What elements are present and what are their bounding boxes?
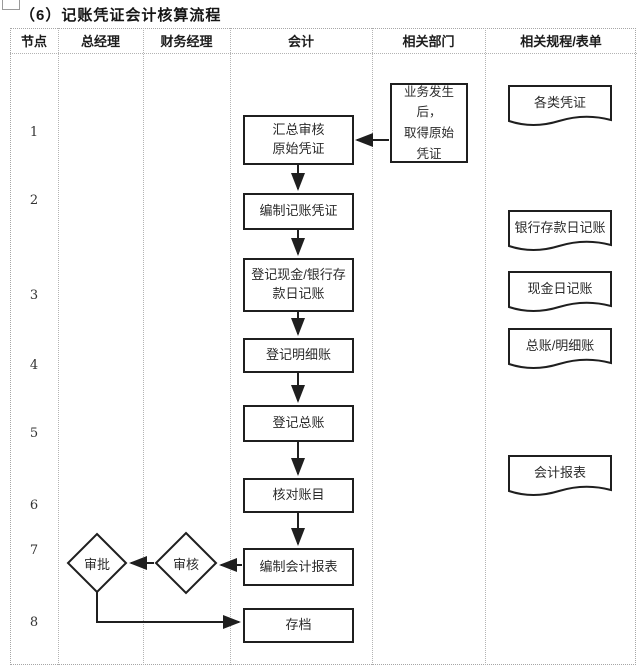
process-label: 编制记账凭证 (259, 203, 338, 219)
process-label: 编制会计报表 (259, 558, 338, 574)
document-label: 现金日记账 (527, 281, 593, 296)
process-label: 汇总审核 原始凭证 (272, 122, 325, 156)
corner-artifact (2, 0, 20, 10)
col-header-related-dept: 相关部门 (402, 34, 455, 49)
process-label: 存档 (285, 617, 312, 633)
document-shape-ledgers: 总账/明细账 (508, 328, 612, 376)
grid-vline (372, 28, 373, 665)
page-title: （6）记账凭证会计核算流程 (20, 7, 222, 24)
table-frame (10, 28, 636, 665)
col-header-finance-manager: 财务经理 (160, 34, 213, 49)
trigger-label: 业务发生后， 取得原始 凭证 (403, 84, 454, 161)
process-box-register-ledger: 登记总账 (243, 405, 354, 442)
col-header-accountant: 会计 (287, 34, 314, 49)
process-box-register-journals: 登记现金/银行存 款日记账 (243, 258, 354, 312)
col-header-node: 节点 (20, 34, 47, 49)
node-number-7: 7 (29, 542, 39, 558)
process-label: 登记总账 (272, 415, 325, 431)
col-header-general-manager: 总经理 (80, 34, 120, 49)
node-number-1: 1 (29, 124, 39, 140)
document-outline (508, 85, 612, 126)
grid-vline (143, 28, 144, 665)
process-box-archive: 存档 (243, 608, 354, 643)
document-shape-reports: 会计报表 (508, 455, 612, 503)
node-number-2: 2 (29, 192, 39, 208)
process-label: 登记明细账 (265, 347, 331, 363)
process-box-prepare-reports: 编制会计报表 (243, 548, 354, 586)
decision-label-approve: 审批 (83, 556, 110, 572)
node-number-5: 5 (29, 425, 39, 441)
document-label: 各类凭证 (533, 95, 586, 110)
process-box-prepare-vouchers: 编制记账凭证 (243, 193, 354, 230)
document-outline (508, 271, 612, 312)
node-number-3: 3 (29, 287, 39, 303)
node-number-6: 6 (29, 497, 39, 513)
document-shape-bank-journal: 银行存款日记账 (508, 210, 612, 258)
decision-label-review: 审核 (172, 556, 199, 572)
grid-vline (485, 28, 486, 665)
document-shape-vouchers: 各类凭证 (508, 85, 612, 133)
node-number-4: 4 (29, 357, 39, 373)
process-box-summarize-vouchers: 汇总审核 原始凭证 (243, 115, 354, 165)
grid-vline (230, 28, 231, 665)
process-label: 核对账目 (272, 487, 325, 503)
process-label: 登记现金/银行存 款日记账 (251, 267, 346, 301)
grid-vline (58, 28, 59, 665)
node-number-8: 8 (29, 614, 39, 630)
grid-hline-header (10, 53, 637, 54)
trigger-box-business-occurs: 业务发生后， 取得原始 凭证 (390, 83, 468, 163)
process-box-check-accounts: 核对账目 (243, 478, 354, 513)
document-shape-cash-journal: 现金日记账 (508, 271, 612, 319)
process-box-register-subledger: 登记明细账 (243, 338, 354, 373)
document-label: 会计报表 (533, 465, 586, 480)
col-header-related-forms: 相关规程/表单 (520, 34, 602, 49)
document-label: 银行存款日记账 (514, 220, 606, 235)
document-label: 总账/明细账 (525, 338, 595, 353)
document-outline (508, 455, 612, 496)
document-outline (508, 210, 612, 251)
document-outline (508, 328, 612, 369)
